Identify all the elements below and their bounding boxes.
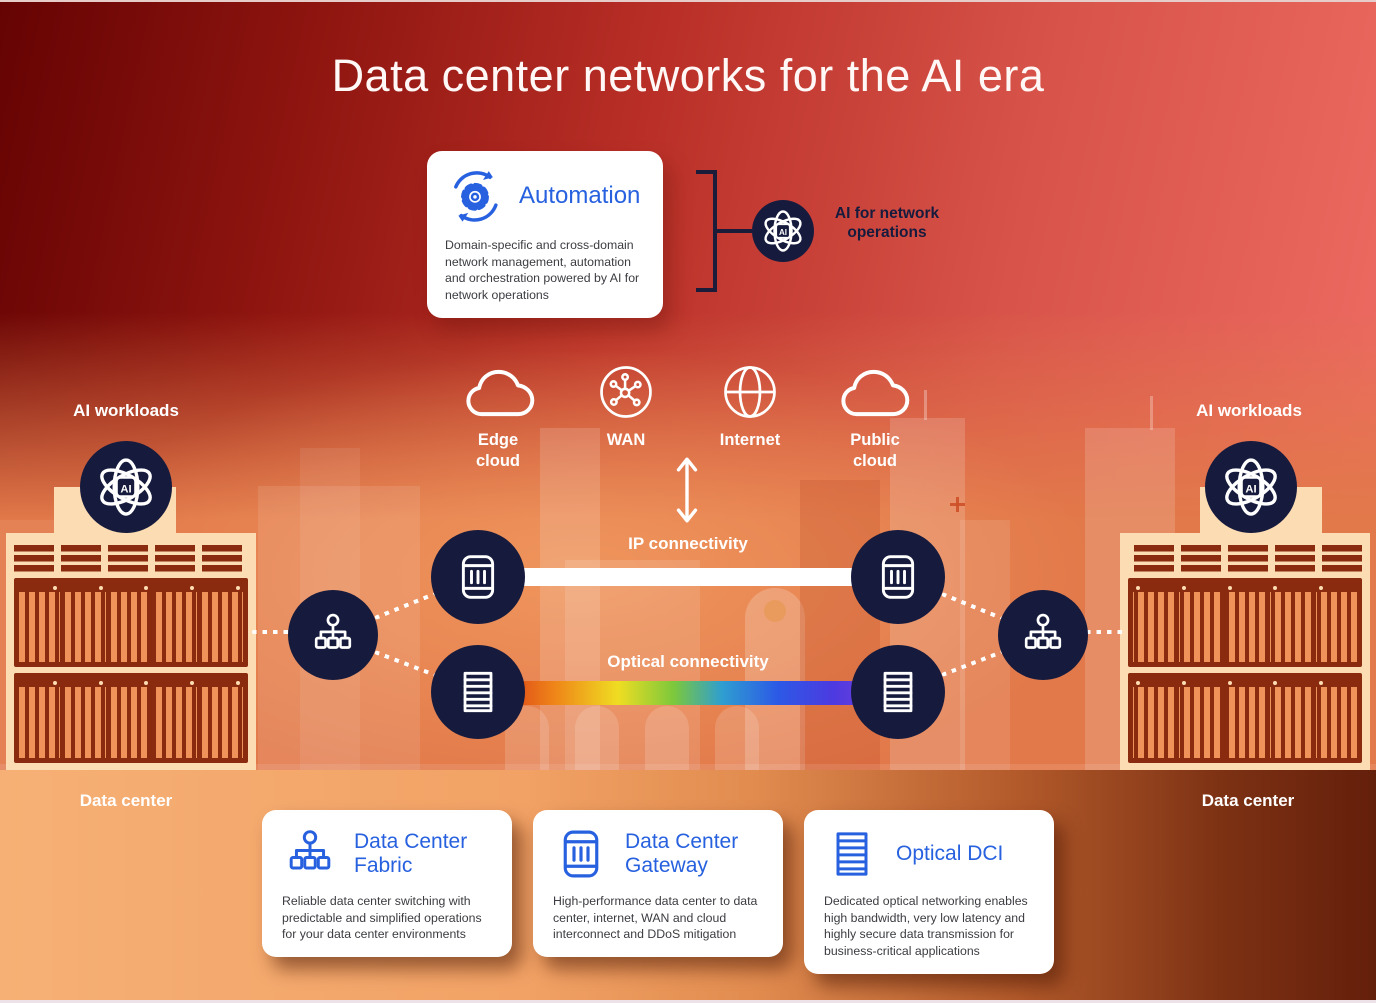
ai-atom-icon: [1215, 451, 1287, 523]
server-rack-panel: [1133, 679, 1174, 758]
fabric-node-right: [998, 590, 1088, 680]
datacenter-label-left: Data center: [79, 791, 173, 810]
optical-connectivity-label: Optical connectivity: [607, 652, 769, 671]
skyline-plus-mark: [956, 497, 959, 512]
skyline-antenna: [924, 390, 927, 420]
product-card-fabric: Data Center Fabric Reliable data center …: [262, 810, 512, 958]
ai-operations-label: AI for network operations: [834, 205, 940, 242]
fabric-icon: [282, 826, 338, 882]
gateway-icon: [553, 826, 609, 882]
server-rack-panel: [19, 584, 60, 662]
ip-connectivity-line: [490, 568, 890, 586]
server-shelf-row: [14, 545, 248, 575]
globe-icon: [721, 363, 779, 421]
skyline-antenna: [1150, 396, 1153, 430]
server-rack-panel: [202, 584, 243, 662]
optical-node-left: [431, 645, 525, 739]
ai-atom-icon: [90, 451, 162, 523]
fabric-icon: [1018, 610, 1068, 660]
gateway-icon: [452, 551, 504, 603]
gateway-icon: [872, 551, 924, 603]
ai-workloads-label-left: AI workloads: [73, 401, 179, 420]
server-rack-panel: [110, 584, 152, 662]
optical-dci-icon: [452, 666, 504, 718]
dotted-connector: [1086, 630, 1124, 634]
optical-dci-icon: [872, 666, 924, 718]
server-rack-panel: [1316, 679, 1357, 758]
optical-spectrum-line: [490, 681, 890, 705]
public-cloud-label: Public cloud: [850, 431, 900, 470]
bracket-connector: [696, 288, 714, 292]
server-rack-panel: [19, 679, 60, 758]
ai-operations-badge: [752, 200, 814, 262]
server-rack-panel: [110, 679, 152, 758]
internet-label: Internet: [719, 431, 781, 449]
product-card-title: Data Center Fabric: [354, 830, 468, 877]
server-rack-panel: [156, 679, 198, 758]
optical-node-right: [851, 645, 945, 739]
datacenter-building-left: [6, 487, 256, 770]
top-border-line: [0, 0, 1376, 2]
bracket-connector: [696, 170, 714, 174]
server-rack-row: [1128, 673, 1362, 763]
gateway-node-left: [431, 530, 525, 624]
automation-card-title: Automation: [519, 182, 641, 209]
server-rack-panel: [1316, 584, 1357, 662]
server-rack-panel: [64, 584, 106, 662]
server-rack-panel: [202, 679, 243, 758]
skyline-arch: [715, 706, 759, 770]
product-card-optical-dci: Optical DCI Dedicated optical networking…: [804, 810, 1054, 974]
server-rack-panel: [1178, 584, 1220, 662]
server-rack-panel: [1270, 679, 1312, 758]
dotted-connector: [252, 630, 290, 634]
skyline-shape: [565, 560, 700, 770]
skyline-shape: [540, 428, 600, 770]
bottom-border-line: [0, 1000, 1376, 1003]
product-card-title: Optical DCI: [896, 842, 1004, 866]
datacenter-label-right: Data center: [1201, 791, 1295, 810]
skyline-arch: [645, 706, 689, 770]
up-down-arrow-icon: [673, 455, 701, 525]
server-rack-row: [14, 578, 248, 667]
skyline-clock-face: [764, 600, 786, 622]
wan-label: WAN: [606, 431, 646, 449]
server-rack-panel: [64, 679, 106, 758]
server-rack-panel: [156, 584, 198, 662]
edge-cloud-icon: [457, 364, 543, 422]
edge-cloud-label: Edge cloud: [476, 431, 520, 470]
gateway-node-right: [851, 530, 945, 624]
server-rack-panel: [1224, 584, 1266, 662]
fabric-node-left: [288, 590, 378, 680]
server-rack-panel: [1178, 679, 1220, 758]
ai-workloads-badge-left: [80, 441, 172, 533]
server-rack-panel: [1224, 679, 1266, 758]
street-line: [0, 764, 1376, 770]
ip-connectivity-label: IP connectivity: [628, 534, 748, 553]
product-card-description: High-performance data center to data cen…: [553, 894, 758, 942]
product-card-gateway: Data Center Gateway High-performance dat…: [533, 810, 783, 958]
product-card-description: Dedicated optical networking enables hig…: [824, 894, 1028, 959]
ai-atom-icon: [757, 205, 809, 257]
automation-card: Automation Domain-specific and cross-dom…: [427, 151, 663, 318]
ai-workloads-label-right: AI workloads: [1196, 401, 1302, 420]
automation-card-description: Domain-specific and cross-domain network…: [445, 238, 640, 303]
page-title: Data center networks for the AI era: [331, 50, 1045, 101]
automation-gear-icon: [445, 166, 505, 226]
server-rack-panel: [1270, 584, 1312, 662]
bracket-connector: [713, 170, 717, 292]
optical-dci-icon: [824, 826, 880, 882]
product-card-title: Data Center Gateway: [625, 830, 739, 877]
server-rack-row: [14, 673, 248, 763]
server-rack-row: [1128, 578, 1362, 667]
product-card-description: Reliable data center switching with pred…: [282, 894, 482, 942]
public-cloud-icon: [832, 364, 918, 422]
fabric-icon: [308, 610, 358, 660]
bracket-connector: [717, 229, 752, 233]
wan-hub-icon: [597, 363, 655, 421]
skyline-arch: [575, 706, 619, 770]
ai-workloads-badge-right: [1205, 441, 1297, 533]
server-shelf-row: [1128, 545, 1362, 575]
server-rack-panel: [1133, 584, 1174, 662]
